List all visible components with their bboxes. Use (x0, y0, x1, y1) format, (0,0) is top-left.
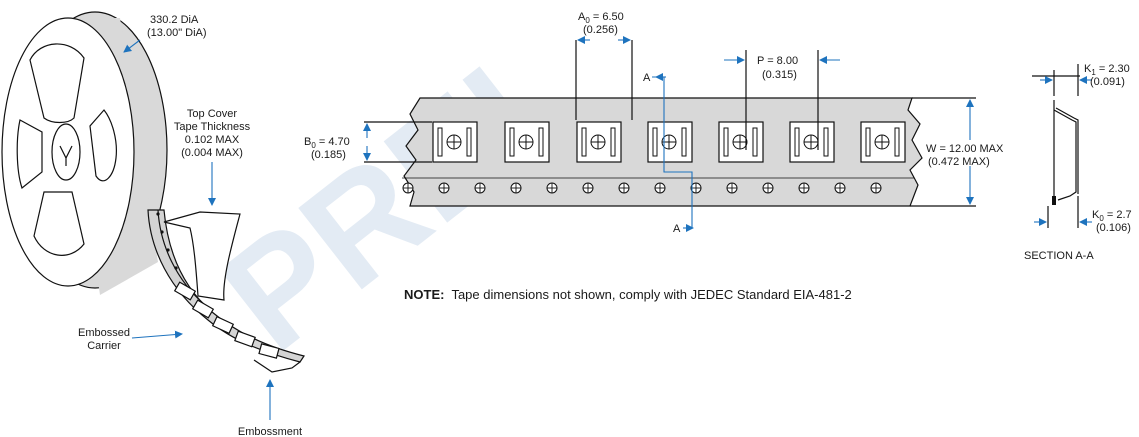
sprocket-holes (402, 182, 882, 194)
section-marker-bottom: A (673, 223, 681, 235)
section-cut-line: A A (643, 72, 694, 235)
a0-dimension: A0 = 6.50 (0.256) (575, 11, 633, 120)
svg-text:Carrier: Carrier (87, 340, 121, 352)
reel-illustration (1, 11, 168, 295)
sprocket-hole (690, 182, 702, 194)
sprocket-hole (870, 182, 882, 194)
tape-pocket (576, 121, 622, 163)
svg-text:B0 = 4.70: B0 = 4.70 (304, 136, 350, 150)
sprocket-hole (798, 182, 810, 194)
sprocket-hole (762, 182, 774, 194)
sprocket-hole (546, 182, 558, 194)
k1-label: K1 = 2.30 (1084, 63, 1130, 77)
sprocket-hole (402, 182, 414, 194)
sprocket-hole (474, 182, 486, 194)
note-text: NOTE: Tape dimensions not shown, comply … (404, 287, 852, 302)
svg-text:W = 12.00 MAX: W = 12.00 MAX (926, 143, 1004, 155)
svg-text:Tape Thickness: Tape Thickness (174, 121, 251, 133)
tape-pocket (647, 121, 693, 163)
k1-inch: (0.091) (1090, 76, 1125, 88)
svg-text:P = 8.00: P = 8.00 (757, 55, 798, 67)
embossment-label: Embossment (238, 379, 302, 437)
tape-pocket (432, 121, 478, 163)
svg-text:0.102 MAX: 0.102 MAX (185, 134, 240, 146)
tape-pocket (718, 121, 764, 163)
svg-text:Embossed: Embossed (78, 327, 130, 339)
svg-text:(0.185): (0.185) (311, 149, 346, 161)
section-a-a-profile (1032, 64, 1092, 228)
tape-pocket (504, 121, 550, 163)
embossed-carrier-label: Embossed Carrier (78, 327, 183, 352)
sprocket-hole (726, 182, 738, 194)
reel-diameter-in: (13.00" DiA) (147, 27, 207, 39)
tape-pocket (860, 121, 906, 163)
svg-text:(0.004 MAX): (0.004 MAX) (181, 147, 243, 159)
tape-pockets (432, 121, 906, 163)
w-dimension: W = 12.00 MAX (0.472 MAX) (910, 97, 1004, 207)
sprocket-hole (834, 182, 846, 194)
section-marker-top: A (643, 72, 651, 84)
sprocket-hole (510, 182, 522, 194)
reel-diameter-mm: 330.2 DiA (150, 14, 199, 26)
top-cover-label: Top Cover Tape Thickness 0.102 MAX (0.00… (174, 108, 251, 206)
section-label: SECTION A-A (1024, 250, 1094, 262)
unwound-tape (147, 209, 305, 373)
svg-text:(0.472 MAX): (0.472 MAX) (928, 156, 990, 168)
svg-text:(0.315): (0.315) (762, 69, 797, 81)
svg-text:(0.256): (0.256) (583, 24, 618, 36)
k0-label: K0 = 2.7 (1092, 209, 1132, 223)
sprocket-hole (438, 182, 450, 194)
k0-inch: (0.106) (1096, 222, 1131, 234)
sprocket-hole (618, 182, 630, 194)
p-dimension: P = 8.00 (0.315) (724, 50, 840, 150)
tape-pocket (789, 121, 835, 163)
svg-text:Embossment: Embossment (238, 426, 302, 437)
sprocket-hole (654, 182, 666, 194)
b0-dimension: B0 = 4.70 (0.185) (304, 121, 432, 163)
sprocket-hole (582, 182, 594, 194)
svg-text:A0 = 6.50: A0 = 6.50 (578, 11, 624, 25)
svg-text:Top Cover: Top Cover (187, 108, 237, 120)
